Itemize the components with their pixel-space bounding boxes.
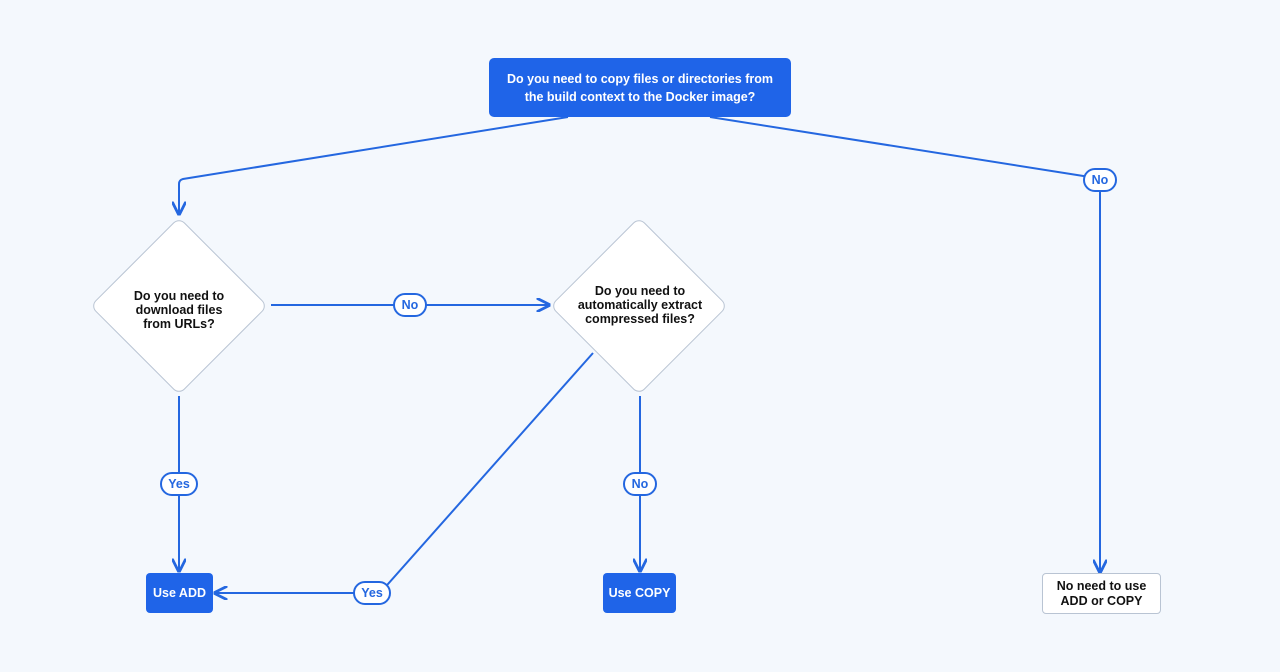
extract-question-text: Do you need to automatically extract com… [577, 284, 703, 326]
use-copy-box: Use COPY [603, 573, 676, 613]
edge-start-to-no-need [709, 116, 1100, 572]
label-extract-yes: Yes [353, 581, 391, 605]
start-question-box: Do you need to copy files or directories… [489, 58, 791, 117]
label-download-yes: Yes [160, 472, 198, 496]
edge-extract-to-add [215, 352, 594, 593]
use-add-text: Use ADD [152, 586, 207, 600]
no-need-box: No need to use ADD or COPY [1042, 573, 1161, 614]
use-add-box: Use ADD [146, 573, 213, 613]
label-extract-no: No [623, 472, 657, 496]
edge-start-to-download [179, 116, 569, 214]
use-copy-text: Use COPY [608, 586, 671, 600]
start-question-text: Do you need to copy files or directories… [506, 71, 774, 104]
label-download-no: No [393, 293, 427, 317]
no-need-text: No need to use ADD or COPY [1056, 578, 1147, 608]
label-start-no: No [1083, 168, 1117, 192]
download-question-text: Do you need to download files from URLs? [133, 289, 225, 331]
